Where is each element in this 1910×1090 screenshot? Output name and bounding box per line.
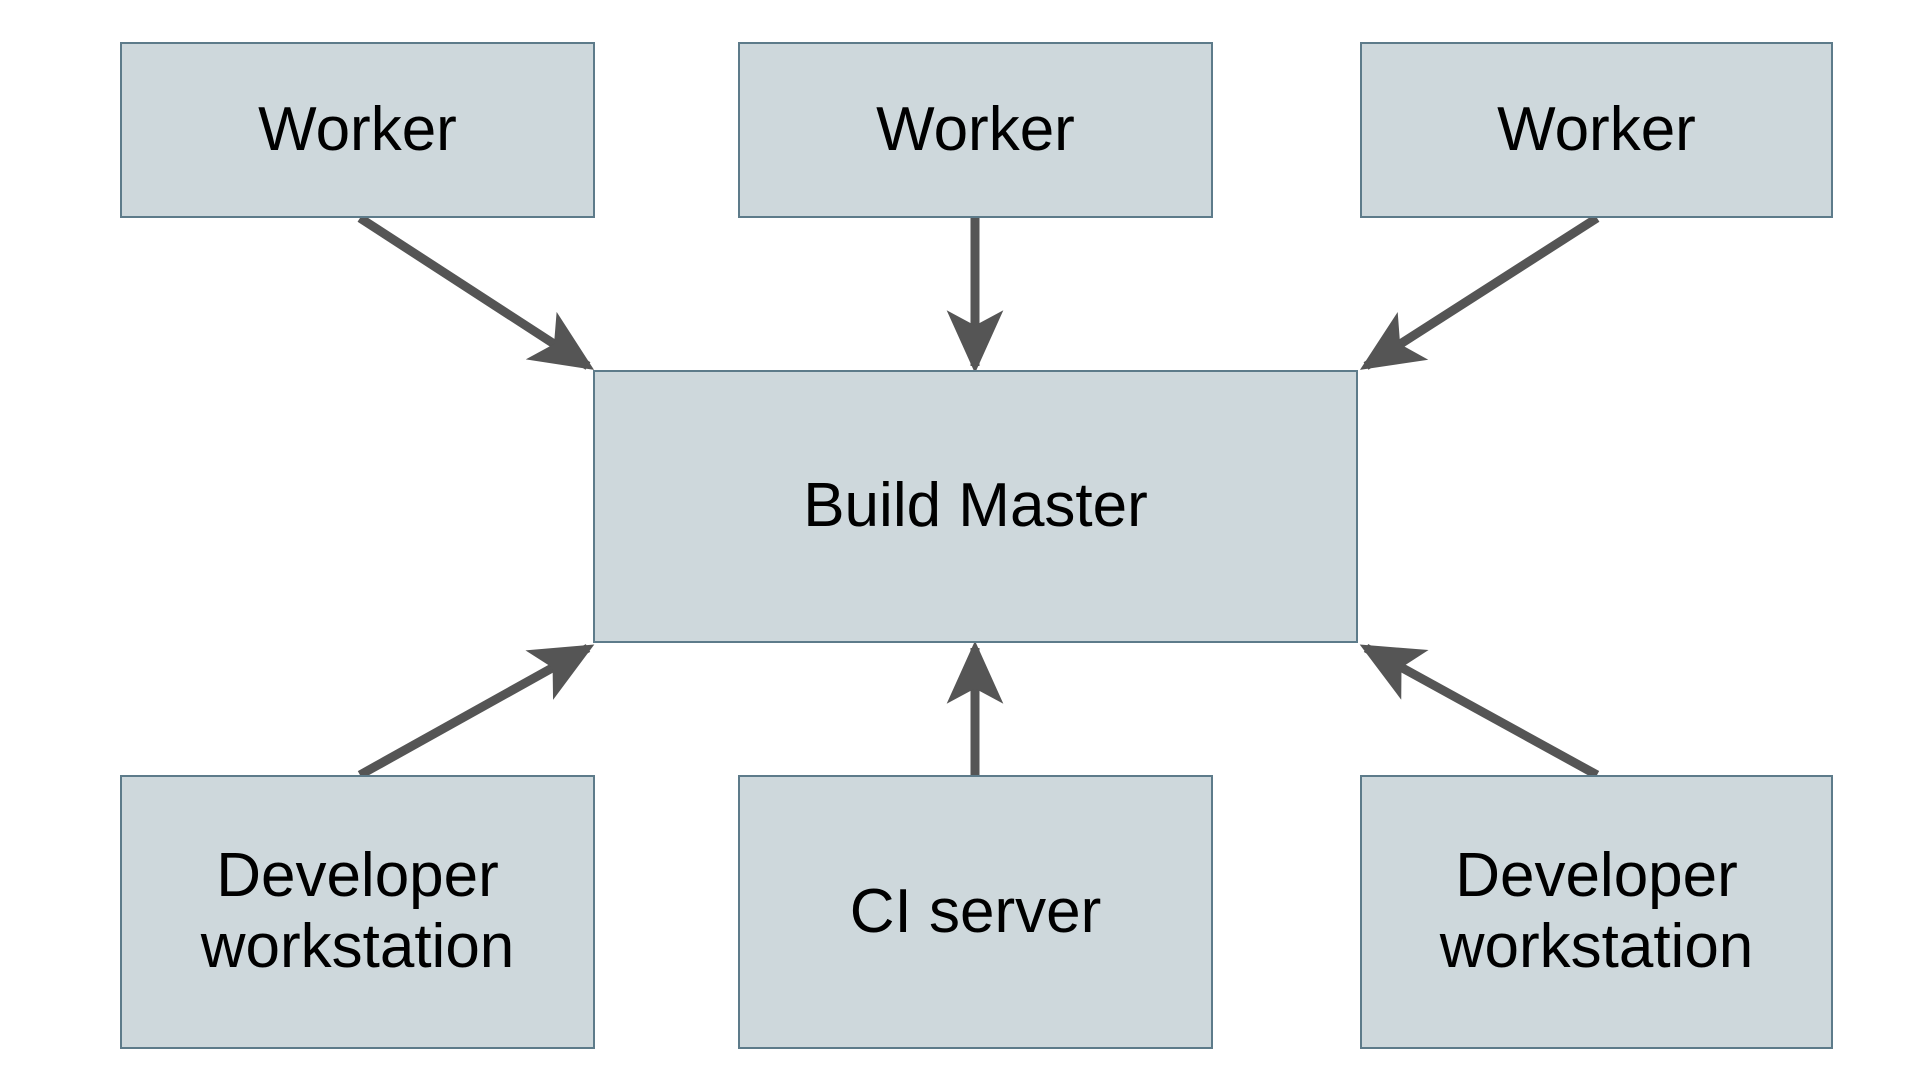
node-build-master-label: Build Master [803,471,1148,541]
node-dev-workstation-2[interactable]: Developer workstation [1360,775,1833,1049]
node-ci-server-label: CI server [849,876,1102,946]
node-dev-workstation-2-label: Developer workstation [1439,841,1754,981]
node-worker-2[interactable]: Worker [738,42,1213,218]
node-worker-2-label: Worker [876,94,1075,164]
node-dev-workstation-1[interactable]: Developer workstation [120,775,595,1049]
node-dev-workstation-1-label: Developer workstation [200,841,515,981]
edge-worker-3-to-build-master [1359,214,1600,370]
node-worker-3[interactable]: Worker [1360,42,1833,218]
node-worker-1-label: Worker [258,94,457,164]
edge-dev-workstation-1-to-build-master [357,644,595,779]
node-ci-server[interactable]: CI server [738,775,1213,1049]
node-worker-3-label: Worker [1497,94,1696,164]
node-build-master[interactable]: Build Master [593,370,1358,643]
edge-dev-workstation-2-to-build-master [1359,644,1600,779]
edge-worker-1-to-build-master [357,214,595,370]
node-worker-1[interactable]: Worker [120,42,595,218]
